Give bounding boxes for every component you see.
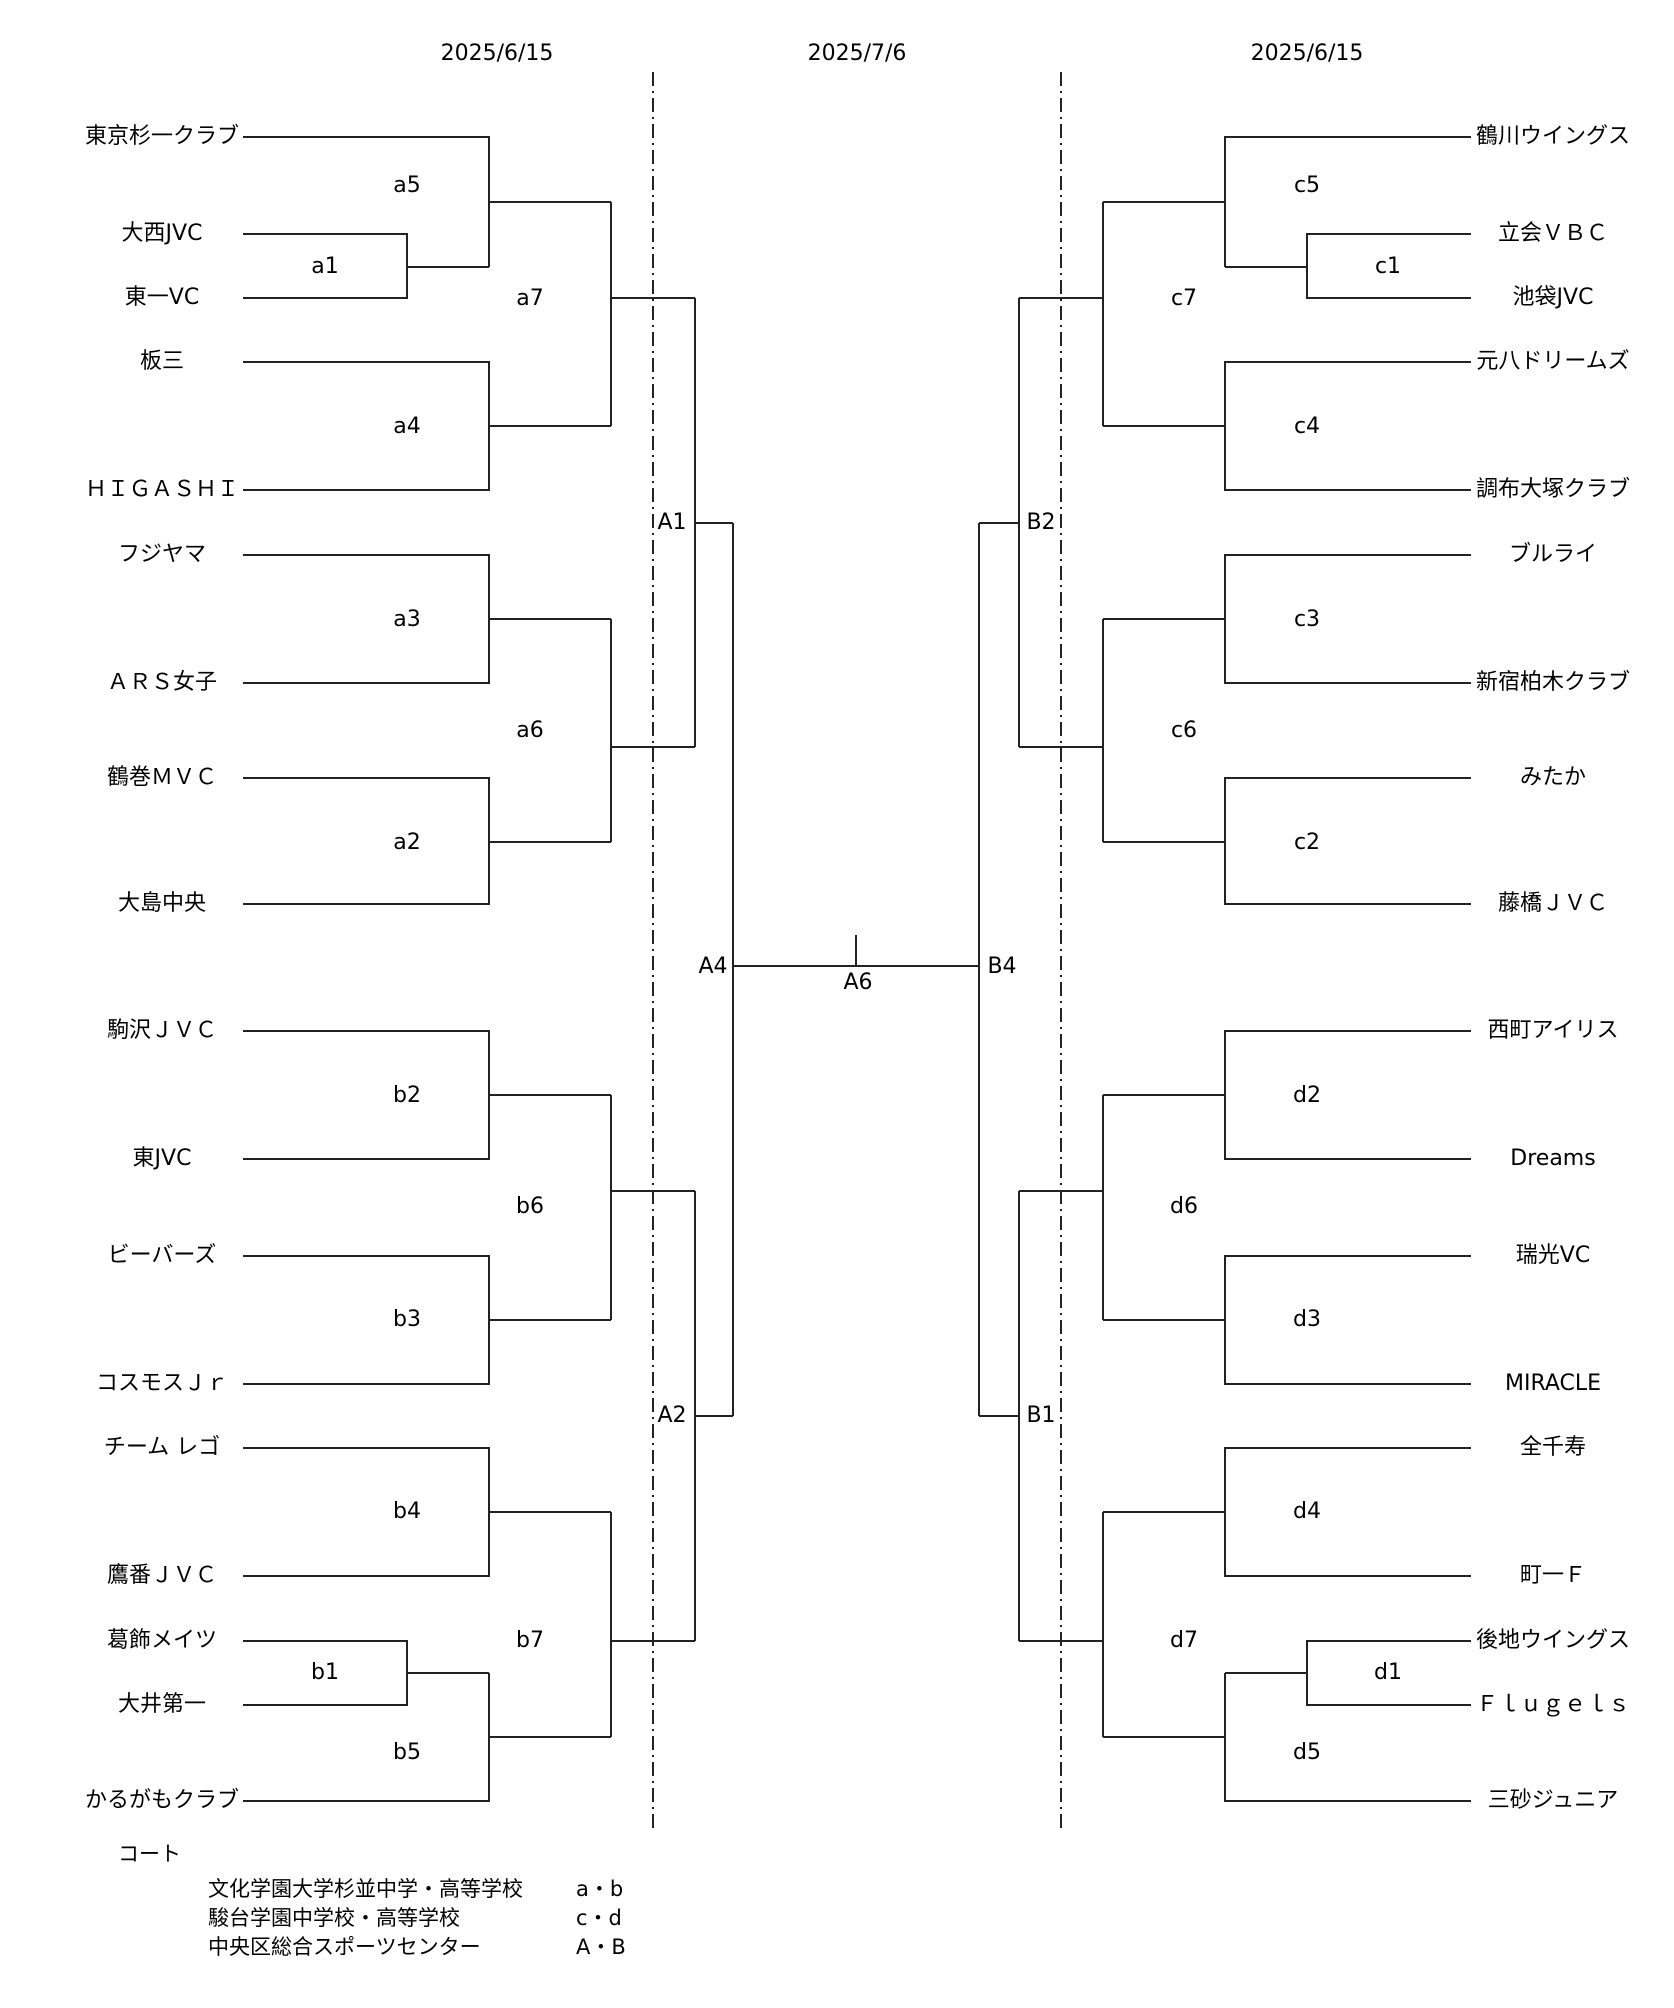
team-right: 新宿柏木クラブ — [1475, 670, 1631, 695]
team-left: 東京杉一クラブ — [84, 124, 240, 149]
match-label: b6 — [516, 1194, 544, 1219]
team-right: 後地ウイングス — [1475, 1628, 1631, 1653]
match-label: a5 — [393, 173, 421, 198]
match-label: b7 — [516, 1628, 544, 1653]
match-label: c1 — [1374, 254, 1402, 279]
match-label: A1 — [657, 510, 687, 535]
match-label: b3 — [393, 1307, 421, 1332]
match-label: A4 — [698, 954, 728, 979]
team-left: 大島中央 — [117, 891, 207, 916]
team-left: ビーバーズ — [107, 1243, 217, 1268]
team-right: 鶴川ウイングス — [1475, 124, 1631, 149]
match-label: b2 — [393, 1083, 421, 1108]
match-label: a1 — [311, 254, 339, 279]
team-left: 板三 — [139, 349, 185, 374]
team-left: ＨＩＧＡＳＨＩ — [84, 477, 240, 502]
match-label: c7 — [1170, 286, 1198, 311]
team-right: MIRACLE — [1504, 1371, 1602, 1396]
team-left: 東JVC — [132, 1146, 192, 1171]
team-left: チーム レゴ — [103, 1435, 221, 1460]
team-left: 大井第一 — [117, 1692, 207, 1717]
court-legend: コート 文化学園大学杉並中学・高等学校 a・b 駿台学園中学校・高等学校 c・d… — [118, 1840, 626, 1962]
team-right: Dreams — [1510, 1146, 1596, 1171]
legend-row: 中央区総合スポーツセンター A・B — [118, 1933, 626, 1962]
legend-venue: 文化学園大学杉並中学・高等学校 — [208, 1877, 523, 1901]
legend-row: 駿台学園中学校・高等学校 c・d — [118, 1904, 626, 1933]
match-label: c3 — [1293, 607, 1321, 632]
match-label: B2 — [1026, 510, 1056, 535]
team-right: 西町アイリス — [1487, 1018, 1619, 1043]
legend-venue: 中央区総合スポーツセンター — [208, 1935, 481, 1959]
legend-row: 文化学園大学杉並中学・高等学校 a・b — [118, 1875, 626, 1904]
team-right: 町一Ｆ — [1519, 1563, 1587, 1588]
team-left: フジヤマ — [117, 542, 207, 567]
match-label: c2 — [1293, 830, 1321, 855]
match-label: b5 — [393, 1740, 421, 1765]
team-left: 葛飾メイツ — [106, 1628, 218, 1653]
match-label: b4 — [393, 1499, 421, 1524]
match-label: a7 — [516, 286, 544, 311]
match-label: d5 — [1293, 1740, 1321, 1765]
team-right: 三砂ジュニア — [1487, 1788, 1619, 1813]
match-label: d4 — [1293, 1499, 1321, 1524]
match-label: d1 — [1374, 1660, 1402, 1685]
legend-courts: a・b — [576, 1877, 624, 1901]
match-label: A2 — [657, 1403, 687, 1428]
team-right: 調布大塚クラブ — [1475, 477, 1631, 502]
match-label: B4 — [987, 954, 1017, 979]
team-right: 全千寿 — [1519, 1435, 1587, 1460]
team-left: 鶴巻ＭＶＣ — [106, 765, 218, 790]
legend-venue: 駿台学園中学校・高等学校 — [208, 1906, 460, 1930]
match-label: d6 — [1170, 1194, 1198, 1219]
team-right: 池袋JVC — [1512, 285, 1594, 310]
match-label: B1 — [1026, 1403, 1056, 1428]
date-right: 2025/6/15 — [1250, 41, 1364, 66]
team-left: 東一VC — [124, 285, 200, 310]
team-left: 駒沢ＪＶＣ — [106, 1018, 218, 1043]
match-label: c6 — [1170, 718, 1198, 743]
match-label: c4 — [1293, 414, 1321, 439]
team-right: 瑞光VC — [1515, 1243, 1591, 1268]
team-right: Ｆｌｕｇｅｌｓ — [1475, 1692, 1631, 1717]
team-left: ＡＲＳ女子 — [106, 670, 218, 695]
team-left: かるがもクラブ — [84, 1788, 240, 1813]
match-label: d2 — [1293, 1083, 1321, 1108]
match-label: a4 — [393, 414, 421, 439]
legend-courts: A・B — [576, 1935, 626, 1959]
bracket-lines — [243, 136, 1471, 1802]
date-center: 2025/7/6 — [807, 41, 907, 66]
match-label: d3 — [1293, 1307, 1321, 1332]
match-label: A6 — [843, 970, 873, 995]
divider-lines — [652, 72, 1062, 1832]
team-right: 元八ドリームズ — [1476, 349, 1630, 374]
match-label: a3 — [393, 607, 421, 632]
team-left: コスモスＪｒ — [95, 1371, 229, 1396]
match-label: a2 — [393, 830, 421, 855]
team-left: 大西JVC — [121, 221, 203, 246]
match-label: b1 — [311, 1660, 339, 1685]
match-label: a6 — [516, 718, 544, 743]
team-right: 藤橋ＪＶＣ — [1497, 891, 1609, 916]
legend-courts: c・d — [576, 1906, 622, 1930]
team-right: ブルライ — [1508, 542, 1598, 567]
match-label: d7 — [1170, 1628, 1198, 1653]
match-label: c5 — [1293, 173, 1321, 198]
date-left: 2025/6/15 — [440, 41, 554, 66]
team-right: みたか — [1519, 765, 1587, 790]
legend-title: コート — [118, 1842, 181, 1866]
team-right: 立会ＶＢＣ — [1497, 221, 1609, 246]
team-left: 鷹番ＪＶＣ — [106, 1563, 218, 1588]
